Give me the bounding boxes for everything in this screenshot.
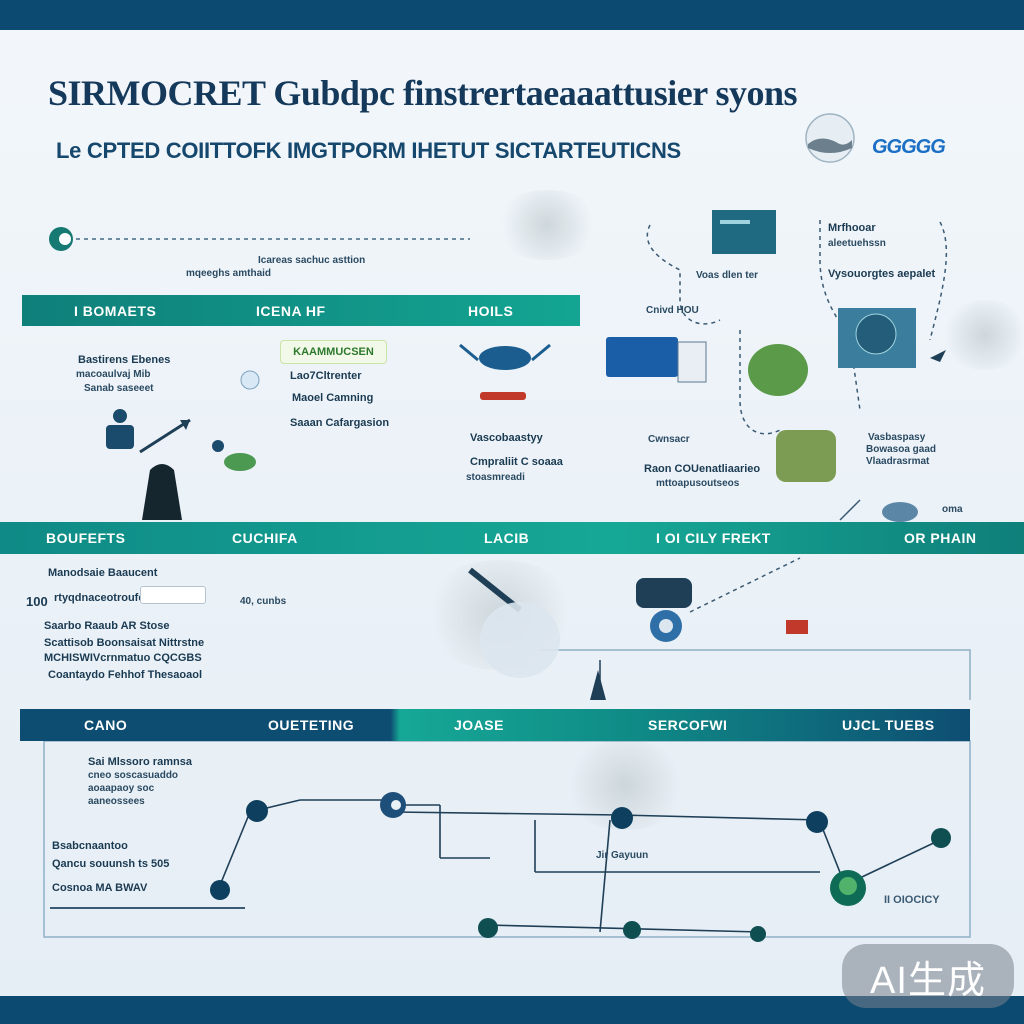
flow-caption: Voas dlen ter — [696, 270, 759, 281]
bottom-block-b-2: Qancu souunsh ts 505 — [52, 858, 170, 870]
bottom-badge: II OIOCICY — [884, 894, 940, 906]
band-1-col-3: HOILS — [468, 302, 514, 319]
mid-block-b-1: Saarbo Raaub AR Stose — [44, 620, 170, 632]
chat-bubble-icon — [240, 370, 260, 390]
bottom-block-a-2: cneo soscasuaddo — [88, 770, 179, 781]
top-mid-line-3: Saaan Cafargasion — [290, 417, 390, 429]
toolbar-icon — [480, 392, 526, 400]
top-right-b-2: stoasmreadi — [466, 472, 525, 483]
flow-right-a-2: aleetuehssn — [828, 238, 886, 249]
network-node-icon — [380, 792, 406, 818]
bottom-block-a-4: aaneossees — [88, 796, 145, 807]
flow-right-b: Vysouorgtes aepalet — [828, 268, 936, 280]
person-icon — [106, 409, 134, 449]
globe-map-icon — [838, 308, 916, 368]
band-2-col-3: LACIB — [484, 530, 530, 546]
network-node-icon — [611, 807, 633, 829]
drone-icon — [459, 343, 551, 370]
bird-icon — [930, 350, 946, 362]
band-3-col-5: UJCL TUEBS — [842, 717, 935, 733]
map-cloud — [492, 190, 602, 260]
top-header-bar — [0, 0, 1024, 30]
arrow-up-right-icon — [139, 418, 191, 454]
arrow-down-icon — [590, 670, 606, 700]
top-caption: Icareas sachuc asttion — [258, 255, 366, 266]
brand-logo: GGGGG — [872, 136, 946, 158]
band-3-col-2: OUETETING — [268, 717, 355, 733]
ai-generated-watermark: AI生成 — [842, 944, 1014, 1008]
network-node-icon — [750, 926, 766, 942]
mid-block-b-2: Scattisob Boonsaisat Nittrstne — [44, 637, 205, 649]
page-subtitle: Le CPTED COIITTOFK IMGTPORM IHETUT SICTA… — [56, 138, 681, 163]
bag-icon — [776, 430, 836, 482]
network-node-icon — [246, 800, 268, 822]
block-low-a: Vasbaspasy — [868, 432, 926, 443]
band-2-col-1: BOUFEFTS — [46, 530, 126, 546]
mid-block-b-4: Coantaydo Fehhof Thesaoaol — [48, 669, 203, 681]
top-left-line-1: Bastirens Ebenes — [78, 354, 171, 366]
network-node-icon — [931, 828, 951, 848]
network-node-icon — [210, 880, 230, 900]
flag-icon — [786, 620, 808, 634]
flow-right-c: Cwnsacr — [648, 434, 690, 445]
band-1-col-1: I BOMAETS — [74, 302, 157, 319]
tree-icon — [748, 344, 808, 396]
bottom-block-b-1: Bsabcnaantoo — [52, 840, 128, 852]
band-3: CANO OUETETING JOASE SERCOFWI UJCL TUEBS — [20, 709, 970, 741]
band-3-col-1: CANO — [84, 717, 128, 733]
bottom-block-b-3: Cosnoa MA BWAV — [52, 882, 148, 894]
satellite-icon — [882, 502, 918, 522]
block-low-c-2: Vlaadrasrmat — [866, 456, 930, 467]
network-node-icon — [806, 811, 828, 833]
top-mid-line-2: Maoel Camning — [292, 392, 374, 404]
network-node-icon — [478, 918, 498, 938]
band-2-col-2: CUCHIFA — [232, 530, 298, 546]
block-low-b-1: Raon COUenatliaarieo — [644, 463, 761, 475]
mid-block-a-num: 100 — [26, 594, 48, 609]
page-title: SIRMOCRET Gubdpc finstrertaeaaattusier s… — [48, 73, 798, 113]
band-1: I BOMAETS ICENA HF HOILS — [22, 295, 580, 326]
map-cloud — [940, 300, 1024, 370]
telescope-icon — [468, 567, 560, 678]
flow-caption-c: oma — [942, 504, 963, 515]
band-3-col-3: JOASE — [454, 717, 504, 733]
mid-block-b-3: MCHISWIVcrnmatuo CQCGBS — [44, 652, 202, 664]
bottom-hud: Jir Gayuun — [596, 850, 649, 861]
top-mid-line-1: Lao7Cltrenter — [290, 370, 362, 382]
block-low-c-1: Bowasoa gaad — [866, 444, 937, 455]
network-node-icon — [623, 921, 641, 939]
flow-caption-b: Cnivd HOU — [646, 305, 699, 316]
top-caption-sub: mqeeghs amthaid — [186, 268, 272, 279]
category-pill: KAAMMUCSEN — [280, 340, 387, 364]
globe-icon — [805, 113, 855, 163]
mid-block-a-1: Manodsaie Baaucent — [48, 567, 158, 579]
bottom-block-a-3: aoaapaoy soc — [88, 783, 155, 794]
band-2: BOUFEFTS CUCHIFA LACIB I OI CILY FREKT O… — [0, 522, 1024, 554]
timeline-start-icon — [49, 227, 73, 251]
top-left-line-2: macoaulvaj Mib — [76, 369, 151, 380]
band-2-col-4: I OI CILY FREKT — [656, 530, 771, 546]
mid-note: 40, cunbs — [240, 596, 287, 607]
band-1-col-2: ICENA HF — [256, 302, 326, 319]
top-left-line-3: Sanab saseeet — [84, 383, 154, 394]
gear-icon — [636, 578, 692, 642]
bottom-block-a-1: Sai Mlssoro ramnsa — [88, 756, 192, 768]
flow-right-a-1: Mrfhooar — [828, 222, 876, 234]
laptop-icon — [606, 337, 707, 383]
band-2-col-5: OR PHAIN — [904, 530, 977, 546]
leaf-icon — [224, 453, 256, 471]
top-right-b-1: Cmpraliit C soaaa — [470, 456, 563, 468]
mail-screen-icon — [712, 210, 776, 254]
top-right-a: Vascobaastyy — [470, 432, 543, 444]
block-low-b-2: mttoapusoutseos — [656, 478, 740, 489]
pin-icon — [212, 440, 224, 452]
band-3-col-4: SERCOFWI — [648, 717, 728, 733]
figure-silhouette-icon — [142, 464, 182, 520]
network-node-icon — [830, 870, 866, 906]
mid-input-field — [140, 586, 206, 604]
mid-block-a-2: rtyqdnaceotroufc — [54, 592, 145, 604]
